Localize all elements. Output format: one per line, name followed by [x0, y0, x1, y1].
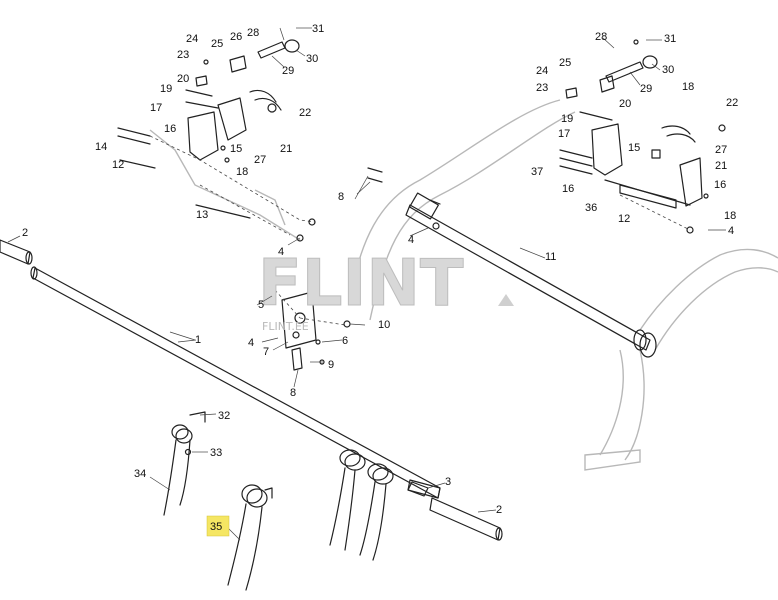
label-21-a: 21	[280, 143, 292, 155]
label-4-d: 4	[728, 225, 734, 237]
label-31-a: 31	[312, 23, 324, 35]
right-hinge-assembly	[559, 39, 726, 234]
label-10: 10	[378, 319, 390, 331]
shaft-fasteners	[367, 167, 441, 230]
label-34: 34	[134, 468, 146, 480]
label-17-b: 17	[558, 128, 570, 140]
label-36: 36	[585, 202, 597, 214]
spring-tine-34	[163, 411, 206, 516]
label-5: 5	[258, 299, 264, 311]
watermark-site: FLINT.EE	[262, 320, 309, 333]
label-21-b: 21	[715, 160, 727, 172]
label-27-b: 27	[715, 144, 727, 156]
label-6: 6	[342, 335, 348, 347]
label-12-a: 12	[112, 159, 124, 171]
label-12-b: 12	[618, 213, 630, 225]
shaft-end-right	[429, 497, 503, 541]
upper-shaft	[405, 192, 657, 358]
label-23-b: 23	[536, 82, 548, 94]
label-30-b: 30	[662, 64, 674, 76]
label-20-b: 20	[619, 98, 631, 110]
shaft-end-left	[0, 239, 33, 265]
label-4-c: 4	[248, 337, 254, 349]
label-16-b: 16	[562, 183, 574, 195]
label-33: 33	[210, 447, 222, 459]
label-26: 26	[230, 31, 242, 43]
leader-lines	[7, 27, 726, 541]
label-27-a: 27	[254, 154, 266, 166]
label-19-a: 19	[160, 83, 172, 95]
label-1: 1	[195, 334, 201, 346]
label-20-a: 20	[177, 73, 189, 85]
label-25-b: 25	[559, 57, 571, 69]
label-28-a: 28	[247, 27, 259, 39]
label-16-a: 16	[164, 123, 176, 135]
watermark: FLINT FLINT.EE	[258, 247, 514, 333]
label-22-b: 22	[726, 97, 738, 109]
main-shaft	[30, 266, 441, 499]
label-4-a: 4	[278, 246, 284, 258]
label-28-b: 28	[595, 31, 607, 43]
label-9: 9	[328, 359, 334, 371]
label-2-right: 2	[496, 504, 502, 516]
label-19-b: 19	[561, 113, 573, 125]
label-35: 35	[210, 521, 222, 533]
label-29-a: 29	[282, 65, 294, 77]
watermark-triangle-icon	[498, 294, 514, 306]
label-30-a: 30	[306, 53, 318, 65]
frame-outline	[149, 99, 778, 471]
label-18-c: 18	[724, 210, 736, 222]
label-29-b: 29	[640, 83, 652, 95]
label-16-c: 16	[714, 179, 726, 191]
center-bracket	[269, 289, 351, 371]
label-2-left: 2	[22, 227, 28, 239]
highlight-box-35	[206, 515, 230, 537]
label-23-a: 23	[177, 49, 189, 61]
label-8-a: 8	[338, 191, 344, 203]
spring-tines-on-shaft	[329, 449, 429, 561]
label-22-a: 22	[299, 107, 311, 119]
label-14: 14	[95, 141, 107, 153]
label-32: 32	[218, 410, 230, 422]
label-15-b: 15	[628, 142, 640, 154]
label-37: 37	[531, 166, 543, 178]
spring-tine-35	[227, 484, 273, 591]
label-7: 7	[263, 346, 269, 358]
label-18-a: 18	[236, 166, 248, 178]
label-8-b: 8	[290, 387, 296, 399]
watermark-brand: FLINT	[258, 247, 464, 321]
label-18-b: 18	[682, 81, 694, 93]
label-31-b: 31	[664, 33, 676, 45]
label-17-a: 17	[150, 102, 162, 114]
label-24-a: 24	[186, 33, 198, 45]
label-13: 13	[196, 209, 208, 221]
label-11: 11	[545, 251, 556, 263]
label-24-b: 24	[536, 65, 548, 77]
label-25-a: 25	[211, 38, 223, 50]
label-4-b: 4	[408, 234, 414, 246]
part-labels: 1 2 2 3 4 4 4 4 5 6 7 8 8 9 10 11 12 12 …	[22, 23, 738, 533]
label-3: 3	[445, 476, 451, 488]
left-hinge-assembly	[117, 39, 316, 242]
label-15-a: 15	[230, 143, 242, 155]
